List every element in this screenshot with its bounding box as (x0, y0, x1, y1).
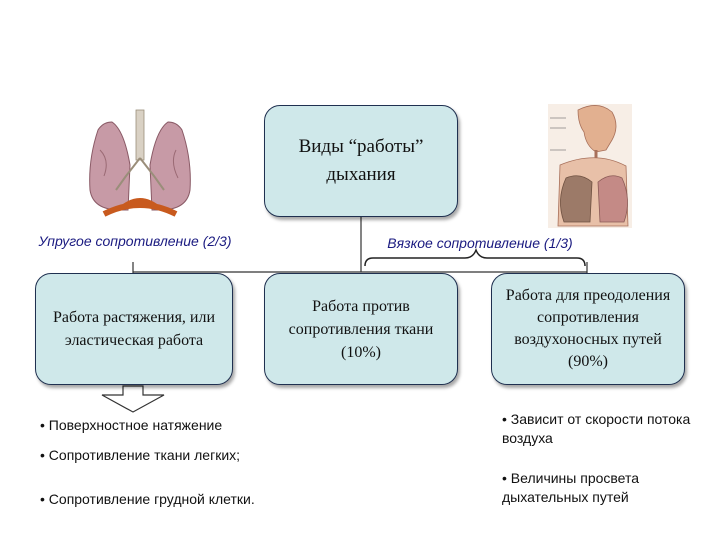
root-box-work-types: Виды “работы” дыхания (264, 105, 458, 217)
head-thorax-illustration (548, 104, 632, 228)
factor-right-item: • Величины просвета дыхательных путей (502, 470, 640, 505)
box-stretch-work: Работа растяжения, или эластическая рабо… (35, 273, 233, 385)
label-elastic-resistance: Упругое сопротивление (2/3) (38, 233, 232, 249)
box-stretch-work-text: Работа растяжения, или эластическая рабо… (52, 309, 216, 349)
box-tissue-resistance: Работа против сопротивления ткани (10%) (264, 273, 458, 385)
label-viscous-resistance: Вязкое сопротивление (1/3) (387, 235, 573, 251)
root-title-line1: Виды “работы” (298, 136, 424, 157)
factor-left-item: • Поверхностное натяжение (40, 417, 223, 433)
lungs-illustration (89, 109, 191, 217)
viscous-brace (364, 247, 586, 267)
down-arrow (101, 385, 165, 413)
box-airway-resistance: Работа для преодоления сопротивления воз… (491, 273, 685, 385)
factor-right-item: • Зависит от скорости потока воздуха (502, 411, 691, 446)
factor-left-item: • Сопротивление грудной клетки. (40, 491, 255, 507)
box-airway-resistance-text: Работа для преодоления сопротивления воз… (505, 287, 671, 370)
root-title-line2: дыхания (326, 164, 396, 185)
factor-left-item: • Сопротивление ткани легких; (40, 447, 241, 463)
box-tissue-resistance-text: Работа против сопротивления ткани (10%) (288, 297, 434, 361)
